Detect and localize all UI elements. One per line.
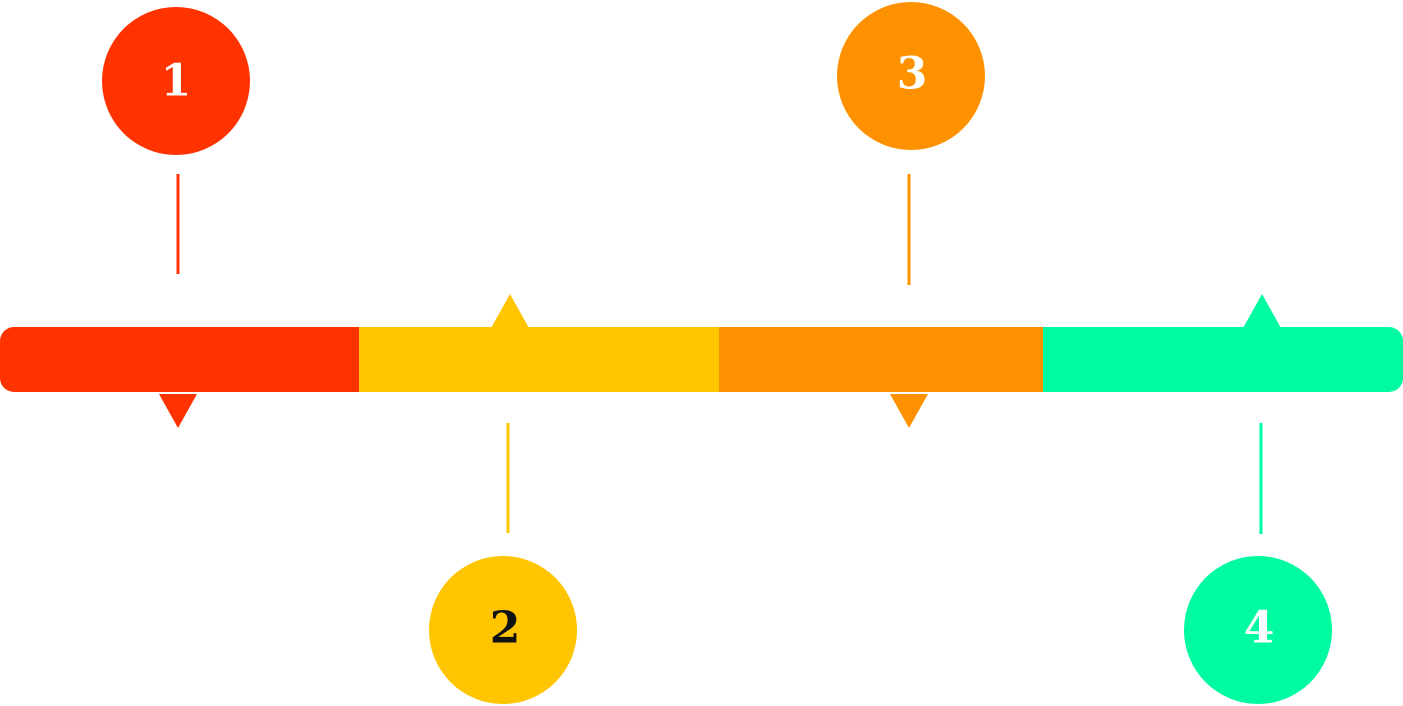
step-4: 4 bbox=[1184, 294, 1332, 704]
step-2-number: 2 bbox=[490, 603, 521, 654]
step-3-pointer bbox=[890, 394, 928, 428]
step-3: 3 bbox=[837, 2, 985, 428]
step-1-number: 1 bbox=[161, 56, 192, 107]
segment-1-fill bbox=[60, 327, 360, 392]
timeline-bar bbox=[0, 327, 1403, 392]
step-2: 2 bbox=[429, 294, 577, 704]
segment-3 bbox=[719, 327, 1044, 392]
step-3-number: 3 bbox=[897, 49, 928, 100]
step-4-circle bbox=[1184, 556, 1332, 704]
step-2-pointer bbox=[491, 294, 529, 328]
segment-2 bbox=[359, 327, 720, 392]
step-2-circle bbox=[429, 556, 577, 704]
step-3-circle bbox=[837, 2, 985, 150]
segment-4 bbox=[1043, 327, 1403, 392]
step-1-circle bbox=[102, 7, 250, 155]
step-4-number: 4 bbox=[1244, 603, 1275, 654]
step-1-pointer bbox=[159, 394, 197, 428]
step-1: 1 bbox=[102, 7, 250, 428]
segment-4-fill bbox=[1043, 327, 1103, 392]
step-4-pointer bbox=[1243, 294, 1281, 328]
